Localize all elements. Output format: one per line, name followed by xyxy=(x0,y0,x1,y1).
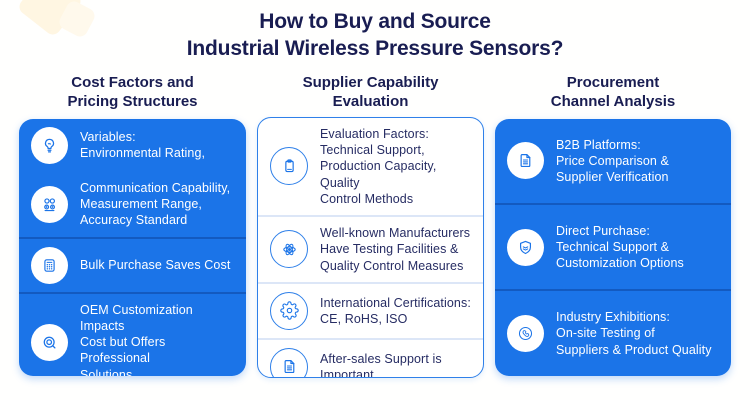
icon-circle xyxy=(31,185,68,223)
panel-supplier-capability: Evaluation Factors: Technical Support, P… xyxy=(257,116,484,378)
column-header: Cost Factors and Pricing Structures xyxy=(67,73,198,111)
calculator-icon xyxy=(44,258,55,272)
icon-circle xyxy=(507,142,544,180)
card: B2B Platforms: Price Comparison & Suppli… xyxy=(495,119,731,203)
list-item-text: Communication Capability, Measurement Ra… xyxy=(80,180,231,228)
panel-cost-factors: Variables: Environmental Rating, xyxy=(19,118,246,376)
list-item: OEM Customization Impacts Cost but Offer… xyxy=(19,294,246,376)
list-item: Evaluation Factors: Technical Support, P… xyxy=(258,118,483,215)
icon-circle xyxy=(31,126,68,164)
page-title: How to Buy and Source Industrial Wireles… xyxy=(186,10,564,60)
gear-icon xyxy=(279,301,299,320)
icon-circle xyxy=(270,291,308,330)
oem-inspection-icon xyxy=(43,336,56,349)
column-header: Supplier Capability Evaluation xyxy=(302,73,439,111)
list-item: Variables: Environmental Rating, xyxy=(19,119,246,172)
card: International Certifications: CE, RoHS, … xyxy=(258,281,483,338)
atom-icon xyxy=(282,243,296,256)
column-header: Procurement Channel Analysis xyxy=(550,73,676,111)
list-item: Industry Exhibitions: On-site Testing of… xyxy=(495,301,731,366)
document-icon xyxy=(284,360,294,374)
list-item: Well-known Manufacturers Have Testing Fa… xyxy=(258,217,483,282)
icon-circle xyxy=(31,246,68,284)
card: Bulk Purchase Saves Cost xyxy=(19,236,246,292)
card: After-sales Support is Important xyxy=(258,337,483,378)
icon-circle xyxy=(270,230,308,269)
list-item-text: Variables: Environmental Rating, xyxy=(80,130,206,161)
card: Evaluation Factors: Technical Support, P… xyxy=(258,118,483,215)
document-icon xyxy=(520,154,531,168)
icon-circle xyxy=(270,347,308,377)
list-item: After-sales Support is Important xyxy=(258,340,483,378)
card: Direct Purchase: Technical Support & Cus… xyxy=(495,203,731,289)
column-cost-factors: Cost Factors and Pricing Structures Vari… xyxy=(19,73,246,378)
icon-circle xyxy=(507,228,544,266)
icon-circle xyxy=(507,315,544,353)
list-item-text: International Certifications: CE, RoHS, … xyxy=(320,295,471,326)
list-item-text: After-sales Support is Important xyxy=(320,351,442,378)
list-item-text: Evaluation Factors: Technical Support, P… xyxy=(320,126,437,206)
card: Well-known Manufacturers Have Testing Fa… xyxy=(258,215,483,282)
card: Industry Exhibitions: On-site Testing of… xyxy=(495,289,731,375)
columns-container: Cost Factors and Pricing Structures Vari… xyxy=(0,63,750,378)
column-procurement-channel: Procurement Channel Analysis B2B Platfor… xyxy=(495,73,731,378)
list-item-text: OEM Customization Impacts Cost but Offer… xyxy=(80,302,193,376)
icon-circle xyxy=(31,323,68,361)
icon-circle xyxy=(270,147,308,186)
team-network-icon xyxy=(44,197,56,211)
shield-icon xyxy=(519,240,532,254)
list-item: International Certifications: CE, RoHS, … xyxy=(258,284,483,338)
list-item-text: Direct Purchase: Technical Support & Cus… xyxy=(556,223,684,271)
list-item-text: Industry Exhibitions: On-site Testing of… xyxy=(556,310,712,357)
list-item-text: Bulk Purchase Saves Cost xyxy=(80,257,231,272)
column-supplier-capability: Supplier Capability Evaluation Evaluatio… xyxy=(257,73,484,378)
list-item: Direct Purchase: Technical Support & Cus… xyxy=(495,215,731,280)
phone-support-icon xyxy=(518,327,533,341)
list-item-text: Well-known Manufacturers Have Testing Fa… xyxy=(320,226,471,273)
list-item-text: B2B Platforms: Price Comparison & Suppli… xyxy=(556,137,669,185)
panel-procurement-channel: B2B Platforms: Price Comparison & Suppli… xyxy=(495,118,731,376)
list-item: B2B Platforms: Price Comparison & Suppli… xyxy=(495,129,731,194)
list-item: Bulk Purchase Saves Cost xyxy=(19,239,246,292)
card: Variables: Environmental Rating, xyxy=(19,119,246,237)
list-item: Communication Capability, Measurement Ra… xyxy=(19,172,246,237)
lightbulb-icon xyxy=(44,138,55,153)
card: OEM Customization Impacts Cost but Offer… xyxy=(19,291,246,376)
clipboard-icon xyxy=(284,159,294,173)
